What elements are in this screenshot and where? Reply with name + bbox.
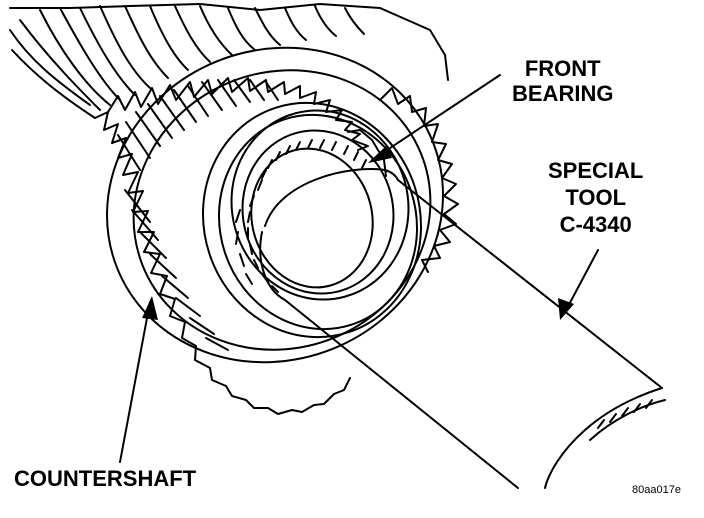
special-tool-label-line3: C-4340 xyxy=(559,212,632,237)
front-bearing-arrowhead xyxy=(368,146,392,163)
figure-code: 80aa017e xyxy=(632,484,681,496)
back-gear-icon xyxy=(9,3,449,119)
special-tool-label: SPECIAL TOOL C-4340 xyxy=(548,160,643,236)
front-bearing-label: FRONT BEARING xyxy=(512,58,613,105)
front-bearing-arrow xyxy=(371,74,501,161)
needle-bearing-icon xyxy=(230,109,410,301)
countershaft-arrow xyxy=(119,301,151,463)
countershaft-gear-icon xyxy=(94,46,459,415)
special-tool-shaft-icon xyxy=(259,168,666,489)
countershaft-arrowhead xyxy=(142,296,158,320)
front-bearing-label-line1: FRONT xyxy=(524,56,601,81)
front-bearing-label-line2: BEARING xyxy=(512,81,614,106)
special-tool-label-line1: SPECIAL xyxy=(548,158,644,183)
special-tool-label-line2: TOOL xyxy=(565,185,627,210)
countershaft-label: COUNTERSHAFT xyxy=(14,466,197,491)
special-tool-arrowhead xyxy=(558,298,574,320)
